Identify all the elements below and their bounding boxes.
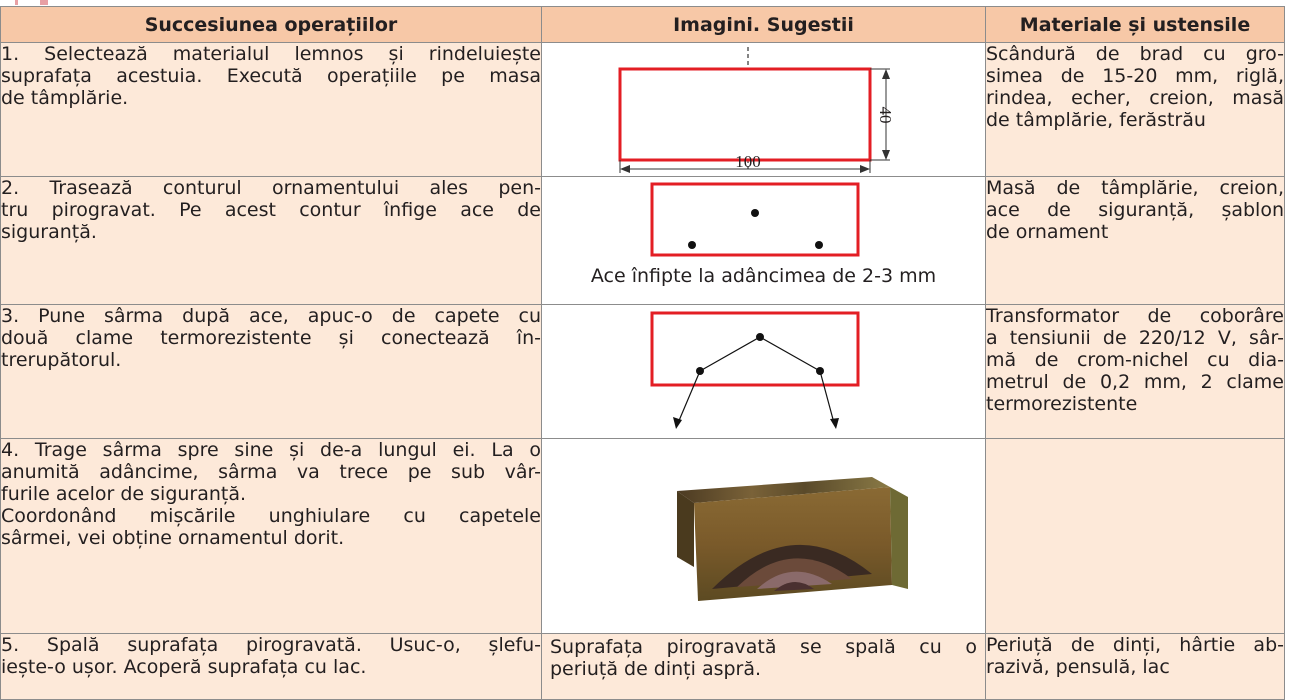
text-line: Masă de tâmplărie, creion,: [986, 177, 1284, 199]
materials-step-1: Scândură de brad cu gro- simea de 15-20 …: [985, 42, 1285, 177]
text-line: rindea, echer, creion, masă: [986, 87, 1284, 109]
header-images-suggestions: Imagini. Sugestii: [541, 6, 986, 43]
operation-step-3: 3. Pune sârma după ace, apuc-o de capete…: [0, 304, 542, 439]
page-top-strip: [0, 0, 1289, 5]
text-line: Coordonând mișcările unghiulare cu capet…: [1, 505, 541, 527]
text-line: razivă, pensulă, lac: [986, 656, 1170, 678]
wire-setup-drawing: [650, 311, 860, 429]
width-arrow-right: [860, 165, 870, 173]
text-line: iește-o ușor. Acoperă suprafața cu lac.: [1, 656, 367, 678]
materials-step-5: Periuță de dinți, hârtie ab- razivă, pen…: [985, 633, 1285, 700]
text-line: 4. Trage sârma spre sine și de-a lungul …: [1, 439, 541, 461]
block-left-face: [677, 491, 694, 567]
text-line: sârmei, vei obține ornamentul dorit.: [1, 527, 345, 549]
text-line: 5. Spală suprafața pirogravată. Usuc-o, …: [1, 634, 541, 656]
pin-top: [756, 333, 764, 341]
operations-table: Succesiunea operațiilor Imagini. Sugesti…: [0, 6, 1285, 700]
ornament-inner: [757, 571, 832, 589]
text-line: două clame termorezistente și conectează…: [1, 327, 541, 349]
text-line: de tâmplărie, ferăstrău: [986, 109, 1206, 131]
table-row: 5. Spală suprafața pirogravată. Usuc-o, …: [0, 633, 1285, 700]
pin-placement-drawing: [650, 182, 860, 257]
header-operations: Succesiunea operațiilor: [0, 6, 542, 43]
text-line: mă de crom-nichel cu dia-: [986, 349, 1284, 371]
operation-step-5: 5. Spală suprafața pirogravată. Usuc-o, …: [0, 633, 542, 700]
pyrographed-wood-block-photo: [677, 477, 908, 601]
materials-step-4-empty: [985, 438, 1285, 634]
wire-end-right: [819, 370, 835, 424]
arrow-right: [830, 418, 839, 429]
pin-right: [815, 241, 823, 249]
width-dimension-label: 100: [735, 152, 761, 171]
materials-step-3: Transformator de coborâre a tensiunii de…: [985, 304, 1285, 439]
text-line: tru pirogravat. Pe acest contur înfige a…: [1, 199, 541, 221]
width-arrow-left: [620, 165, 630, 173]
text-line: Periuță de dinți, hârtie ab-: [986, 634, 1284, 656]
text-line: Transformator de coborâre: [986, 305, 1284, 327]
header-materials-tools: Materiale și ustensile: [985, 6, 1285, 43]
wire-end-left: [677, 370, 701, 424]
table-row: 1. Selectează materialul lemnos și rinde…: [0, 42, 1285, 177]
text-line: 3. Pune sârma după ace, apuc-o de capete…: [1, 305, 541, 327]
text-line: 1. Selectează materialul lemnos și rinde…: [1, 43, 541, 65]
text-line: a tensiunii de 220/12 V, sâr-: [986, 327, 1284, 349]
arrow-left: [673, 417, 682, 429]
figure-cell-pyrographed-block: [541, 438, 986, 634]
board-outline: [650, 311, 860, 387]
text-line: furile acelor de siguranță.: [1, 483, 247, 505]
text-line: de ornament: [986, 221, 1109, 243]
text-line: periuță de dinți aspră.: [550, 658, 762, 680]
pin-top: [751, 209, 759, 217]
operation-step-1: 1. Selectează materialul lemnos și rinde…: [0, 42, 542, 177]
figure-cell-board-dimensions: 40 100: [541, 42, 986, 177]
table-row: 3. Pune sârma după ace, apuc-o de capete…: [0, 304, 1285, 439]
table-row: 4. Trage sârma spre sine și de-a lungul …: [0, 438, 1285, 634]
text-line: metrul de 0,2 mm, 2 clame: [986, 371, 1284, 393]
text-line: de tâmplărie.: [1, 87, 129, 109]
height-arrow-bottom: [882, 150, 890, 160]
ornament-core: [774, 581, 814, 591]
materials-step-2: Masă de tâmplărie, creion, ace de sigura…: [985, 176, 1285, 305]
height-dimension-label: 40: [876, 107, 895, 124]
table-row: 2. Trasează conturul ornamentului ales p…: [0, 176, 1285, 305]
text-line: siguranță.: [1, 221, 97, 243]
table-header-row: Succesiunea operațiilor Imagini. Sugesti…: [0, 6, 1285, 43]
text-line: Suprafața pirogravată se spală cu o: [550, 636, 977, 658]
board-dimension-drawing: 40 100: [618, 47, 895, 173]
text-line: 2. Trasează conturul ornamentului ales p…: [1, 177, 541, 199]
text-line: trerupătorul.: [1, 349, 122, 371]
pin-depth-caption: Ace înfipte la adâncimea de 2-3 mm: [590, 265, 937, 287]
block-top-face: [677, 477, 890, 503]
board-outline: [650, 182, 860, 257]
height-arrow-top: [882, 69, 890, 79]
figure-cell-wire-setup: [541, 304, 986, 439]
suggestion-step-5: Suprafața pirogravată se spală cu o peri…: [541, 633, 986, 700]
text-line: anumită adâncime, sârma va trece pe sub …: [1, 461, 541, 483]
text-line: termorezistente: [986, 393, 1138, 415]
text-line: ace de siguranță, șablon: [986, 199, 1284, 221]
text-line: suprafața acestuia. Execută operațiile p…: [1, 65, 541, 87]
pin-left: [688, 241, 696, 249]
figure-cell-pin-placement: Ace înfipte la adâncimea de 2-3 mm: [541, 176, 986, 305]
block-right-face: [890, 487, 908, 589]
operation-step-2: 2. Trasează conturul ornamentului ales p…: [0, 176, 542, 305]
text-line: simea de 15-20 mm, riglă,: [986, 65, 1284, 87]
text-line: Scândură de brad cu gro-: [986, 43, 1284, 65]
operation-step-4: 4. Trage sârma spre sine și de-a lungul …: [0, 438, 542, 634]
board-outline: [618, 67, 872, 162]
